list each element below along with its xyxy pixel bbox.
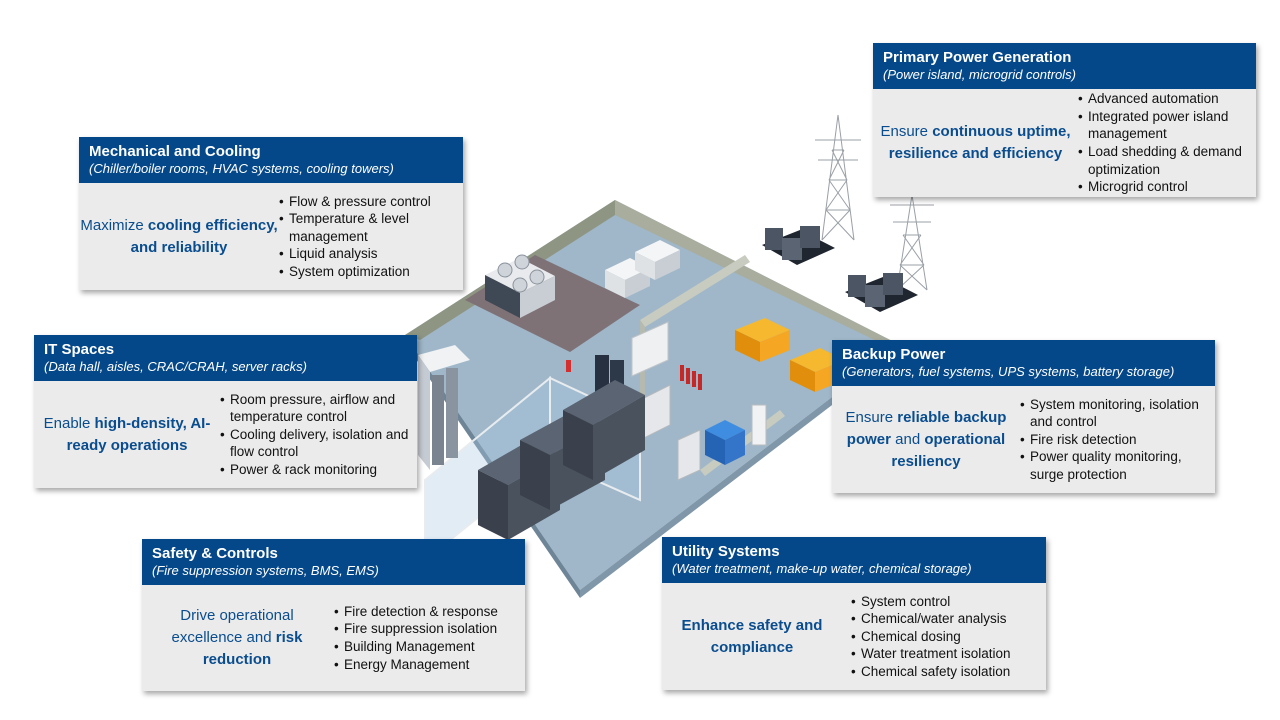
card-lead-text: Ensure reliable backup power and operati… (832, 407, 1020, 473)
transformer-icon (845, 273, 918, 312)
card-mechanical-and-cooling: Mechanical and Cooling (Chiller/boiler r… (79, 137, 463, 290)
bullet-item: System monitoring, isolation and control (1020, 396, 1200, 431)
boiler-unit-icon (605, 240, 680, 298)
bullet-item: Energy Management (334, 656, 519, 674)
bullet-item: Microgrid control (1078, 178, 1253, 196)
card-title: IT Spaces (44, 341, 115, 358)
bullet-item: Liquid analysis (279, 245, 454, 263)
transformer-icon (762, 226, 835, 265)
lead-bold: Enhance safety and compliance (681, 616, 823, 656)
bullet-item: Integrated power island management (1078, 108, 1253, 143)
card-body: Ensure continuous uptime, resilience and… (873, 89, 1256, 197)
card-utility-systems: Utility Systems (Water treatment, make-u… (662, 537, 1046, 690)
server-rack-row (563, 380, 645, 480)
card-header: Mechanical and Cooling (Chiller/boiler r… (79, 137, 463, 183)
bullet-item: Fire suppression isolation (334, 620, 519, 638)
bullet-item: Chemical safety isolation (851, 663, 1041, 681)
card-backup-power: Backup Power (Generators, fuel systems, … (832, 340, 1215, 493)
bullet-item: Load shedding & demand optimization (1078, 143, 1253, 178)
lead-plain: Maximize (80, 216, 148, 234)
card-lead-text: Enhance safety and compliance (662, 615, 837, 659)
transmission-tower-icon (890, 194, 934, 291)
card-header: Primary Power Generation (Power island, … (873, 43, 1256, 89)
card-body: Enhance safety and compliance System con… (662, 583, 1046, 690)
card-bullets: System control Chemical/water analysis C… (837, 593, 1041, 681)
lead-plain: Ensure (845, 408, 898, 426)
bullet-item: Power quality monitoring, surge protecti… (1020, 448, 1200, 483)
card-title: Utility Systems (672, 543, 780, 560)
card-subtitle: (Generators, fuel systems, UPS systems, … (842, 364, 1175, 379)
lead-bold: operational resiliency (891, 430, 1006, 470)
card-subtitle: (Chiller/boiler rooms, HVAC systems, coo… (89, 161, 394, 176)
chiller-unit-icon (485, 254, 555, 318)
card-lead-text: Enable high-density, AI-ready operations (34, 413, 220, 457)
bullet-item: Cooling delivery, isolation and flow con… (220, 426, 410, 461)
bullet-item: System optimization (279, 263, 454, 281)
card-subtitle: (Data hall, aisles, CRAC/CRAH, server ra… (44, 359, 307, 374)
card-title: Primary Power Generation (883, 49, 1072, 66)
card-it-spaces: IT Spaces (Data hall, aisles, CRAC/CRAH,… (34, 335, 417, 488)
lead-plain: Drive operational excellence and (171, 607, 294, 646)
card-title: Mechanical and Cooling (89, 143, 261, 160)
card-body: Ensure reliable backup power and operati… (832, 386, 1215, 493)
lead-bold: high-density, AI-ready operations (66, 414, 211, 454)
card-body: Drive operational excellence and risk re… (142, 585, 525, 691)
crah-unit-icon (418, 345, 470, 470)
card-title: Backup Power (842, 346, 946, 363)
card-header: Backup Power (Generators, fuel systems, … (832, 340, 1215, 386)
card-header: IT Spaces (Data hall, aisles, CRAC/CRAH,… (34, 335, 417, 381)
bullet-item: System control (851, 593, 1041, 611)
lead-bold: risk reduction (202, 629, 303, 668)
lead-plain: and (890, 430, 925, 448)
bullet-item: Power & rack monitoring (220, 461, 410, 479)
lead-plain: Enable (43, 414, 95, 432)
card-bullets: System monitoring, isolation and control… (1020, 396, 1200, 484)
card-primary-power-generation: Primary Power Generation (Power island, … (873, 43, 1256, 197)
card-safety-and-controls: Safety & Controls (Fire suppression syst… (142, 539, 525, 691)
card-header: Utility Systems (Water treatment, make-u… (662, 537, 1046, 583)
card-subtitle: (Water treatment, make-up water, chemica… (672, 561, 972, 576)
battery-storage-icon (705, 404, 767, 465)
card-subtitle: (Power island, microgrid controls) (883, 67, 1076, 82)
card-subtitle: (Fire suppression systems, BMS, EMS) (152, 563, 379, 578)
card-body: Enable high-density, AI-ready operations… (34, 381, 417, 488)
bullet-item: Building Management (334, 638, 519, 656)
lead-plain: Ensure (880, 123, 933, 140)
bullet-item: Flow & pressure control (279, 193, 454, 211)
card-lead-text: Ensure continuous uptime, resilience and… (873, 121, 1078, 165)
lead-bold: continuous uptime, resilience and effici… (888, 123, 1071, 162)
card-lead-text: Maximize cooling efficiency, and reliabi… (79, 215, 279, 259)
card-bullets: Room pressure, airflow and temperature c… (220, 391, 410, 479)
card-bullets: Flow & pressure control Temperature & le… (279, 193, 454, 281)
bullet-item: Temperature & level management (279, 210, 454, 245)
door-icon (677, 429, 701, 481)
card-bullets: Advanced automation Integrated power isl… (1078, 90, 1253, 196)
bullet-item: Room pressure, airflow and temperature c… (220, 391, 410, 426)
lead-bold: cooling efficiency, and reliability (130, 216, 278, 256)
card-title: Safety & Controls (152, 545, 278, 562)
lead-bold: reliable backup power (846, 408, 1007, 448)
card-body: Maximize cooling efficiency, and reliabi… (79, 183, 463, 290)
bullet-item: Fire detection & response (334, 603, 519, 621)
bullet-item: Water treatment isolation (851, 645, 1041, 663)
bullet-item: Chemical dosing (851, 628, 1041, 646)
fire-suppression-cylinder-icon (566, 360, 702, 390)
bullet-item: Advanced automation (1078, 90, 1253, 108)
card-header: Safety & Controls (Fire suppression syst… (142, 539, 525, 585)
card-lead-text: Drive operational excellence and risk re… (142, 605, 322, 671)
bullet-item: Fire risk detection (1020, 431, 1200, 449)
transmission-tower-icon (815, 114, 861, 241)
card-bullets: Fire detection & response Fire suppressi… (322, 603, 519, 673)
bullet-item: Chemical/water analysis (851, 610, 1041, 628)
